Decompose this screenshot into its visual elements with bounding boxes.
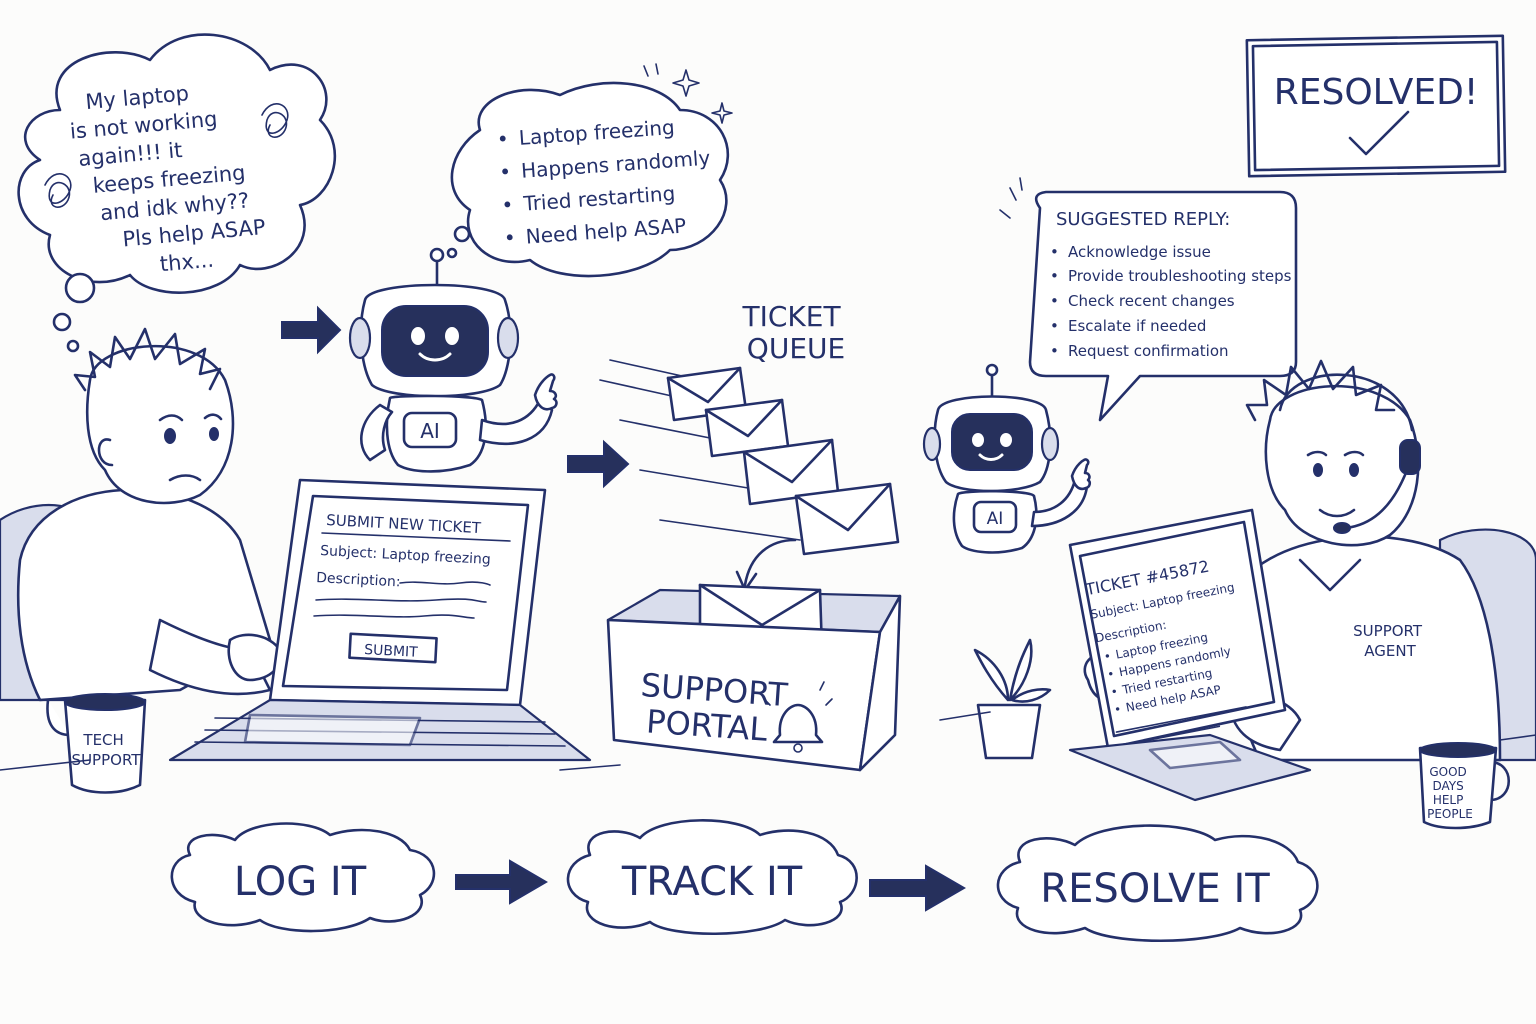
svg-text:GOOD DAYS HELP: GOOD DAYS HELP PEOPLE: [1427, 765, 1473, 821]
laptop-keyboard: [194, 713, 566, 747]
customer-thought-bubble: My laptop is not working again!!! it kee…: [17, 33, 337, 353]
bell-icon: [763, 681, 833, 753]
robot-badge: AI: [987, 509, 1004, 529]
mug-text: GOOD: [1429, 765, 1466, 779]
mug-text: SUPPORT: [72, 751, 142, 769]
svg-text:•Acknowledge issue: •Acknowledge issue: [1050, 243, 1211, 261]
arrow-icon: [567, 439, 630, 489]
reply-item: Request confirmation: [1068, 342, 1229, 360]
mug-text: DAYS: [1432, 779, 1463, 793]
ai-robot-left: AI: [348, 247, 558, 473]
reply-item: Escalate if needed: [1068, 317, 1206, 335]
suggested-reply-bubble: SUGGESTED REPLY: •Acknowledge issue •Pro…: [999, 177, 1298, 422]
submit-button[interactable]: [348, 632, 438, 664]
arrow-icon: [455, 859, 548, 905]
step-log-it: LOG IT: [170, 822, 436, 933]
resolved-text: RESOLVED!: [1274, 72, 1479, 113]
frustration-scribble-icon: [44, 103, 289, 208]
svg-text:•Check recent changes: •Check recent changes: [1050, 292, 1235, 310]
envelope-icon: [794, 482, 900, 556]
reply-item: Check recent changes: [1068, 292, 1235, 310]
svg-text:TECH SUPPORT: TECH SUPPORT: [72, 731, 142, 769]
form-description-label: Description:: [316, 570, 401, 590]
ai-summary-bubble: •Laptop freezing •Happens randomly •Trie…: [446, 63, 733, 278]
queue-title: QUEUE: [747, 332, 845, 365]
mug-text: PEOPLE: [1427, 807, 1473, 821]
portal-label: PORTAL: [645, 702, 769, 748]
step-label: TRACK IT: [621, 859, 803, 905]
submit-button-label: SUBMIT: [364, 642, 419, 661]
step-label: LOG IT: [234, 859, 367, 905]
arrow-icon: [869, 864, 966, 912]
shirt-text: AGENT: [1364, 642, 1416, 660]
resolved-sign: RESOLVED!: [1245, 34, 1507, 178]
suggested-reply-title: SUGGESTED REPLY:: [1056, 209, 1230, 230]
step-resolve-it: RESOLVE IT: [996, 824, 1319, 942]
svg-text:TICKET QUEUE: TICKET QUEUE: [742, 300, 850, 365]
agent-laptop: [1068, 733, 1312, 802]
shirt-text: SUPPORT: [1353, 622, 1423, 640]
svg-text:SUPPORT AGENT: SUPPORT AGENT: [1353, 622, 1427, 660]
potted-plant-icon: [973, 638, 1052, 760]
sparkle-icon: [643, 63, 733, 124]
queue-title: TICKET: [742, 300, 842, 333]
svg-text:•Escalate if needed: •Escalate if needed: [1050, 317, 1206, 335]
mug-text: TECH: [82, 731, 123, 749]
customer-bubble-line: thx...: [159, 248, 215, 277]
ticket-queue: TICKET QUEUE: [599, 300, 900, 592]
svg-text:•Request confirmation: •Request confirmation: [1050, 342, 1229, 360]
reply-item: Provide troubleshooting steps: [1068, 267, 1292, 285]
support-portal-inbox: SUPPORT PORTAL: [606, 583, 902, 772]
svg-text:•Provide troubleshooting steps: •Provide troubleshooting steps: [1050, 267, 1292, 285]
envelope-icon: [742, 438, 840, 506]
step-track-it: TRACK IT: [566, 819, 858, 936]
robot-badge: AI: [420, 419, 440, 443]
tech-support-mug: TECH SUPPORT: [46, 693, 147, 794]
ai-robot-right: AI: [922, 363, 1092, 554]
mug-text: HELP: [1433, 793, 1464, 807]
customer-person: [0, 327, 283, 702]
arrow-icon: [281, 305, 342, 355]
reply-item: Acknowledge issue: [1068, 243, 1211, 261]
customer-laptop: SUBMIT NEW TICKET Subject: Laptop freezi…: [168, 478, 592, 762]
good-days-mug: GOOD DAYS HELP PEOPLE: [1418, 742, 1511, 830]
ticket-tablet: TICKET #45872 Subject: Laptop freezing D…: [1068, 508, 1287, 750]
checkmark-icon: [1348, 110, 1410, 156]
step-label: RESOLVE IT: [1040, 866, 1270, 912]
svg-text:SUPPORT PORTAL: SUPPORT PORTAL: [637, 666, 799, 751]
